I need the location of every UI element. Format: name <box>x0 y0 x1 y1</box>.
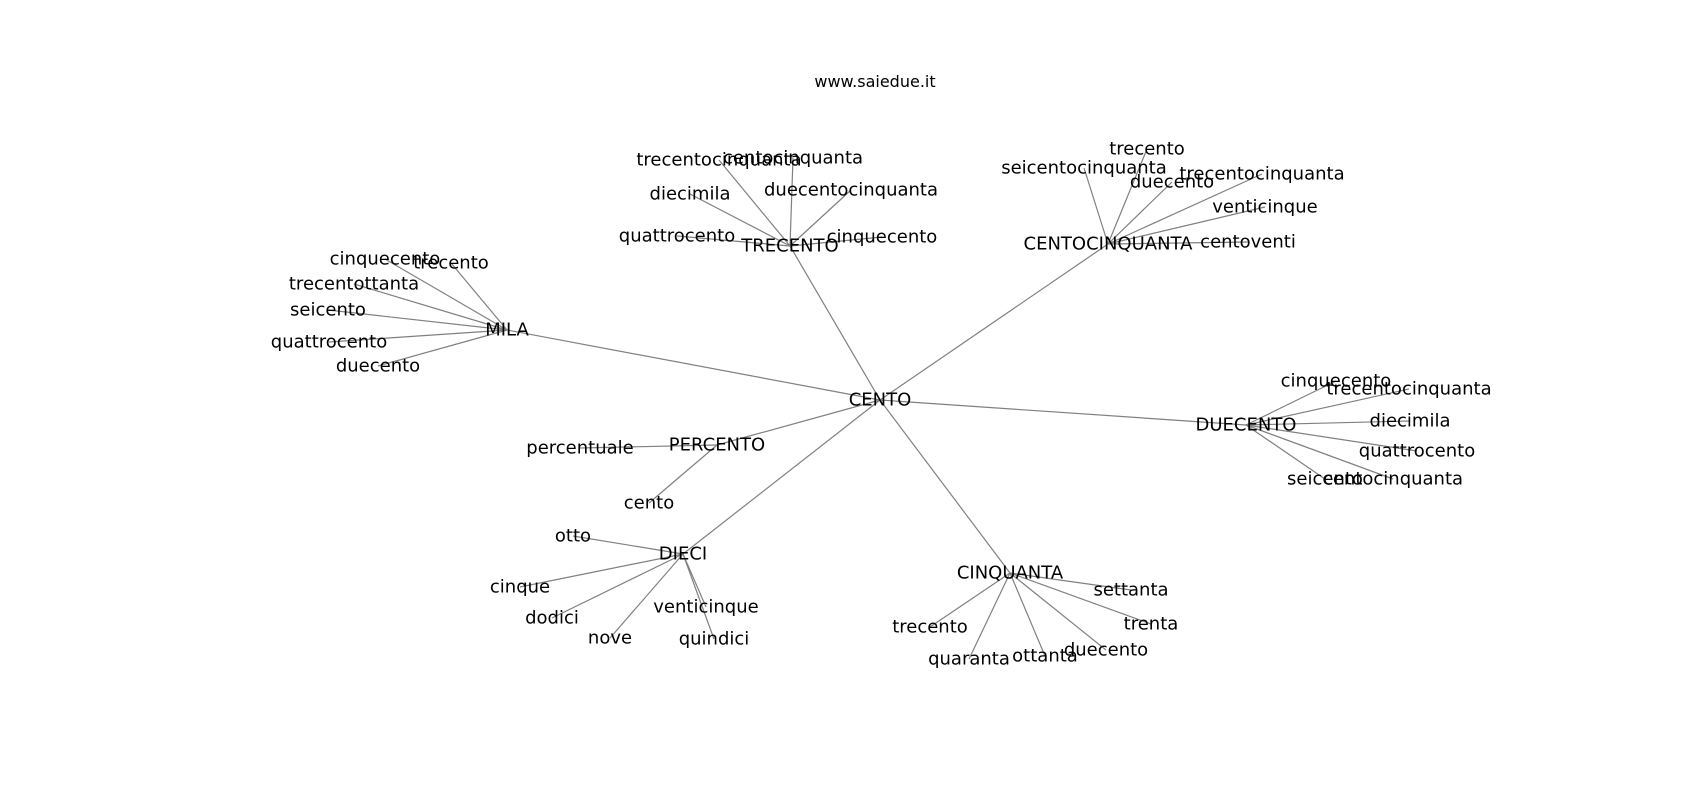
edge-percento-percentuale <box>579 444 718 449</box>
edge-duecento-cinquecento <box>1245 380 1337 426</box>
node-leaf: venticinque <box>653 597 758 618</box>
edge-centocinquanta-seicentocinquanta <box>1083 167 1109 245</box>
node-leaf: diecimila <box>650 184 731 205</box>
labels: CENTOcinquecentotrecentotrecentottantase… <box>271 139 1492 670</box>
node-hub-dieci: DIECI <box>659 544 707 565</box>
node-leaf: cinquecento <box>330 249 441 270</box>
edge-root-duecento <box>879 399 1247 426</box>
node-leaf: trecento <box>892 617 968 638</box>
edge-cinquanta-duecento <box>1009 572 1107 651</box>
edge-trecento-trecentocinquanta <box>718 159 791 247</box>
node-leaf: centocinquanta <box>1323 469 1463 490</box>
edge-trecento-centocinquanta <box>789 157 794 247</box>
edge-centocinquanta-centoventi <box>1107 241 1249 245</box>
edge-mila-duecento <box>377 329 508 367</box>
edge-centocinquanta-venticinque <box>1107 206 1266 245</box>
edge-trecento-quattrocento <box>676 235 791 247</box>
node-leaf: trecentottanta <box>289 274 419 295</box>
node-leaf: seicentocinquanta <box>1001 158 1167 179</box>
edge-root-mila <box>506 329 881 401</box>
edge-dieci-otto <box>572 535 684 555</box>
node-leaf: quindici <box>679 629 750 650</box>
node-leaf: cinquecento <box>827 227 938 248</box>
node-leaf: centocinquanta <box>723 148 863 169</box>
edge-root-percento <box>716 399 881 446</box>
edge-trecento-diecimila <box>689 193 791 247</box>
node-hub-trecento: TRECENTO <box>740 236 838 257</box>
node-hub-percento: PERCENTO <box>669 435 765 456</box>
node-leaf: percentuale <box>526 438 633 459</box>
node-hub-duecento: DUECENTO <box>1196 415 1297 436</box>
node-leaf: quattrocento <box>271 332 387 353</box>
node-hub-cinquanta: CINQUANTA <box>957 563 1064 584</box>
node-leaf: centoventi <box>1200 232 1296 253</box>
edge-centocinquanta-duecento <box>1107 181 1173 245</box>
edge-cinquanta-ottanta <box>1009 572 1046 657</box>
edge-mila-trecento <box>450 262 508 331</box>
edge-root-dieci <box>682 399 881 555</box>
edge-centocinquanta-trecento <box>1107 148 1148 245</box>
edge-duecento-diecimila <box>1245 420 1411 426</box>
node-leaf: dodici <box>525 608 579 629</box>
edge-mila-seicento <box>327 309 508 331</box>
node-root: CENTO <box>849 390 912 411</box>
edge-root-trecento <box>789 245 881 401</box>
edge-duecento-quattrocento <box>1245 424 1418 452</box>
edge-cinquanta-trecento <box>929 572 1011 628</box>
node-leaf: quaranta <box>928 649 1010 670</box>
edge-trecento-duecentocinquanta <box>789 189 852 247</box>
node-leaf: duecento <box>1130 172 1214 193</box>
node-leaf: quattrocento <box>619 226 735 247</box>
node-leaf: venticinque <box>1212 197 1317 218</box>
node-leaf: trecento <box>413 253 489 274</box>
edge-dieci-quindici <box>682 553 715 640</box>
edge-cinquanta-trenta <box>1009 572 1152 625</box>
edge-dieci-dodici <box>551 553 684 619</box>
edge-cinquanta-quaranta <box>968 572 1011 660</box>
edge-mila-cinquecento <box>384 258 508 331</box>
watermark: www.saiedue.it <box>814 72 936 91</box>
node-hub-mila: MILA <box>485 320 529 341</box>
node-leaf: seicento <box>290 300 366 321</box>
node-leaf: ottanta <box>1012 646 1078 667</box>
node-leaf: duecento <box>336 356 420 377</box>
edge-percento-cento <box>648 444 718 504</box>
node-leaf: trecento <box>1109 139 1185 160</box>
edge-duecento-seicento <box>1245 424 1326 480</box>
edge-dieci-nove <box>609 553 684 639</box>
edge-root-centocinquanta <box>879 243 1109 401</box>
node-leaf: trecentocinquanta <box>1326 379 1491 400</box>
edge-cinquanta-settanta <box>1009 572 1132 591</box>
node-leaf: duecentocinquanta <box>764 180 938 201</box>
node-leaf: seicento <box>1287 469 1363 490</box>
node-leaf: nove <box>588 628 632 649</box>
edge-root-cinquanta <box>879 399 1011 574</box>
edge-dieci-cinque <box>519 553 684 588</box>
node-leaf: quattrocento <box>1359 441 1475 462</box>
node-leaf: settanta <box>1093 580 1168 601</box>
edge-mila-trecentottanta <box>353 283 508 331</box>
node-leaf: trecentocinquanta <box>1179 164 1344 185</box>
edge-duecento-trecentocinquanta <box>1245 388 1410 426</box>
node-leaf: cinque <box>490 577 550 598</box>
edge-trecento-cinquecento <box>789 236 883 247</box>
node-hub-centocinquanta: CENTOCINQUANTA <box>1024 234 1194 255</box>
node-leaf: duecento <box>1064 640 1148 661</box>
edge-centocinquanta-trecentocinquanta <box>1107 173 1263 245</box>
node-leaf: otto <box>555 526 591 547</box>
node-leaf: cinquecento <box>1281 371 1392 392</box>
node-leaf: cento <box>624 493 674 514</box>
node-leaf: trenta <box>1124 614 1179 635</box>
edges <box>327 148 1418 660</box>
edge-duecento-centocinquanta <box>1245 424 1394 480</box>
node-leaf: trecentocinquanta <box>636 150 801 171</box>
node-leaf: diecimila <box>1370 411 1451 432</box>
edge-mila-quattrocento <box>328 329 508 343</box>
